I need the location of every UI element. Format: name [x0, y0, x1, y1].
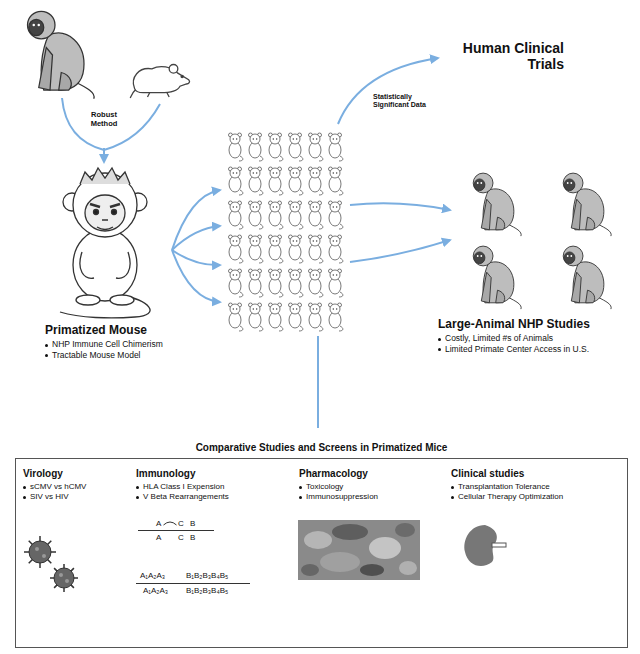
fan-arrow [172, 250, 220, 302]
bullet-text: Costly, Limited #s of Animals [445, 333, 553, 343]
figure-caption: Large-Animal NHP StudiesCostly, Limited … [438, 317, 634, 354]
bullet-dot [136, 486, 139, 489]
bullet-row: Cellular Therapy Optimization [451, 492, 623, 502]
heading: Large-Animal NHP Studies [438, 317, 634, 331]
gene-segment-label: A [156, 533, 161, 542]
study-column: Virology sCMV vs hCMVSIV vs HIV [23, 468, 131, 501]
monkey-figure [473, 173, 521, 236]
flow-label: Human Clinical Trials [446, 40, 564, 72]
gene-segment-label: B [190, 533, 195, 542]
flow-arrows [62, 58, 450, 428]
gene-segment-label: C [178, 519, 184, 528]
virus-icons [24, 536, 78, 592]
mouse-figure [130, 65, 189, 99]
flow-label: Statistically Significant Data [373, 93, 431, 109]
bullet-text: Transplantation Tolerance [458, 482, 550, 492]
bullet-row: Toxicology [299, 482, 447, 492]
bullet-text: Immunosuppression [306, 492, 378, 502]
bullet-text: Tractable Mouse Model [52, 350, 141, 360]
bullet-text: Limited Primate Center Access in U.S. [445, 344, 589, 354]
bullet-row: Tractable Mouse Model [45, 350, 225, 360]
bullet-text: NHP Immune Cell Chimerism [52, 339, 163, 349]
study-column: ImmunologyHLA Class I ExpensionV Beta Re… [136, 468, 294, 501]
bullet-dot [438, 338, 441, 341]
bullet-row: Costly, Limited #s of Animals [438, 333, 634, 343]
bullet-dot [451, 486, 454, 489]
mouse-cohort-grid [225, 128, 345, 332]
micrograph [298, 520, 420, 580]
bullet-dot [23, 486, 26, 489]
bullet-dot [438, 348, 441, 351]
heading: Pharmacology [299, 468, 447, 480]
trial-arrow [338, 58, 438, 124]
screen-stem [317, 336, 319, 428]
figure-caption: Primatized MouseNHP Immune Cell Chimeris… [45, 323, 225, 360]
fan-arrow [172, 190, 220, 250]
heading: Immunology [136, 468, 294, 480]
gene-segment-label: A [156, 519, 161, 528]
gene-rearrangement-diagram [136, 522, 250, 584]
bullet-row: Transplantation Tolerance [451, 482, 623, 492]
bullet-row: NHP Immune Cell Chimerism [45, 339, 225, 349]
bullet-dot [45, 344, 48, 347]
heading: Primatized Mouse [45, 323, 225, 337]
fan-arrow [172, 226, 220, 250]
monkey-figure [473, 246, 521, 309]
panel-heading: Comparative Studies and Screens in Prima… [16, 442, 627, 454]
screen-panel: Comparative Studies and Screens in Prima… [15, 458, 628, 648]
heading: Virology [23, 468, 131, 480]
bullet-text: Cellular Therapy Optimization [458, 492, 563, 502]
bullet-text: SIV vs HIV [30, 492, 69, 502]
bullet-row: HLA Class I Expension [136, 482, 294, 492]
gene-segment-label: C [178, 533, 184, 542]
kidney-icon [464, 525, 506, 566]
bullet-text: Toxicology [306, 482, 343, 492]
bullet-dot [136, 496, 139, 499]
heading: Clinical studies [451, 468, 623, 480]
gene-segment-label: B [190, 519, 195, 528]
bullet-dot [45, 354, 48, 357]
bullet-dot [299, 496, 302, 499]
gene-segment-label: B₁B₂B₃B₄B₅ [186, 586, 228, 595]
gene-segment-label: A₁A₂A₃ [140, 571, 165, 580]
gene-segment-label: A₁A₂A₃ [143, 586, 168, 595]
flow-label: Robust Method [82, 111, 126, 128]
bullet-dot [299, 486, 302, 489]
primatized-mouse-figure [60, 168, 150, 318]
gene-segment-label: B₁B₂B₃B₄B₅ [186, 571, 228, 580]
monkey-figure [28, 11, 95, 99]
study-column: Clinical studiesTransplantation Toleranc… [451, 468, 623, 501]
fan-arrow [172, 250, 220, 265]
nhp-arrow [350, 203, 450, 210]
bullet-dot [23, 496, 26, 499]
bullet-text: V Beta Rearrangements [143, 492, 229, 502]
bullet-row: Limited Primate Center Access in U.S. [438, 344, 634, 354]
bullet-dot [451, 496, 454, 499]
nhp-arrow [350, 240, 450, 262]
bullet-row: V Beta Rearrangements [136, 492, 294, 502]
merge-arrow [103, 148, 105, 162]
bullet-text: HLA Class I Expension [143, 482, 224, 492]
study-column: PharmacologyToxicologyImmunosuppression [299, 468, 447, 501]
bullet-row: Immunosuppression [299, 492, 447, 502]
bullet-row: SIV vs HIV [23, 492, 131, 502]
monkey-figure [563, 173, 611, 236]
monkey-figure [563, 246, 611, 309]
bullet-row: sCMV vs hCMV [23, 482, 131, 492]
bullet-text: sCMV vs hCMV [30, 482, 86, 492]
